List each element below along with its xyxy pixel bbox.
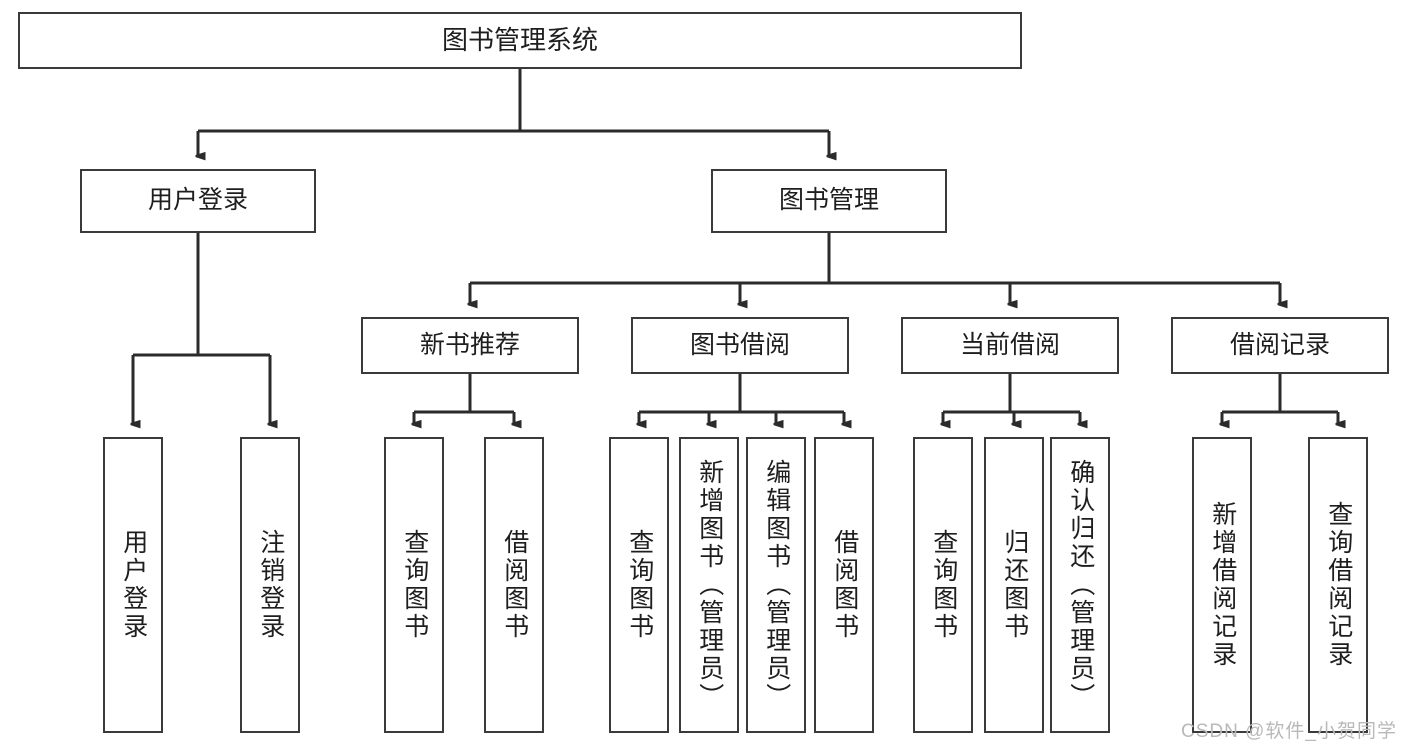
node-label: 查询借阅记录 <box>1324 501 1353 669</box>
node-leaf-new-1[interactable]: 查询图书 <box>384 437 444 733</box>
node-label: 新书推荐 <box>419 330 520 359</box>
node-leaf-login-2[interactable]: 注销登录 <box>240 437 300 733</box>
node-label: 新增图书（管理员） <box>695 459 724 711</box>
node-leaf-login-1[interactable]: 用户登录 <box>103 437 163 733</box>
node-records[interactable]: 借阅记录 <box>1171 317 1389 374</box>
node-leaf-new-2[interactable]: 借阅图书 <box>484 437 544 733</box>
node-leaf-rec-1[interactable]: 新增借阅记录 <box>1192 437 1252 733</box>
watermark: CSDN @软件_小贺同学 <box>1181 721 1397 742</box>
node-label: 用户登录 <box>119 529 148 641</box>
node-label: 新增借阅记录 <box>1208 501 1237 669</box>
node-leaf-bor-3[interactable]: 编辑图书（管理员） <box>746 437 806 733</box>
node-current[interactable]: 当前借阅 <box>901 317 1119 374</box>
node-label: 借阅图书 <box>830 529 859 641</box>
node-label: 图书借阅 <box>689 330 790 359</box>
node-label: 确认归还（管理员） <box>1066 459 1095 711</box>
node-leaf-cur-2[interactable]: 归还图书 <box>984 437 1044 733</box>
node-label: 图书管理系统 <box>441 25 598 56</box>
node-leaf-cur-3[interactable]: 确认归还（管理员） <box>1050 437 1110 733</box>
node-label: 归还图书 <box>1000 529 1029 641</box>
node-label: 注销登录 <box>256 529 285 641</box>
node-leaf-cur-1[interactable]: 查询图书 <box>913 437 973 733</box>
node-root[interactable]: 图书管理系统 <box>18 12 1022 69</box>
node-label: 借阅记录 <box>1229 330 1330 359</box>
node-leaf-bor-4[interactable]: 借阅图书 <box>814 437 874 733</box>
node-label: 查询图书 <box>400 529 429 641</box>
node-borrow[interactable]: 图书借阅 <box>631 317 849 374</box>
node-leaf-bor-1[interactable]: 查询图书 <box>609 437 669 733</box>
node-label: 查询图书 <box>929 529 958 641</box>
node-label: 查询图书 <box>625 529 654 641</box>
node-leaf-bor-2[interactable]: 新增图书（管理员） <box>679 437 739 733</box>
node-label: 图书管理 <box>778 186 879 215</box>
node-login[interactable]: 用户登录 <box>80 169 316 233</box>
node-newbook[interactable]: 新书推荐 <box>361 317 579 374</box>
node-label: 借阅图书 <box>500 529 529 641</box>
node-label: 当前借阅 <box>959 330 1060 359</box>
node-label: 编辑图书（管理员） <box>762 459 791 711</box>
node-bookmgmt[interactable]: 图书管理 <box>711 169 947 233</box>
node-label: 用户登录 <box>147 186 248 215</box>
node-leaf-rec-2[interactable]: 查询借阅记录 <box>1308 437 1368 733</box>
